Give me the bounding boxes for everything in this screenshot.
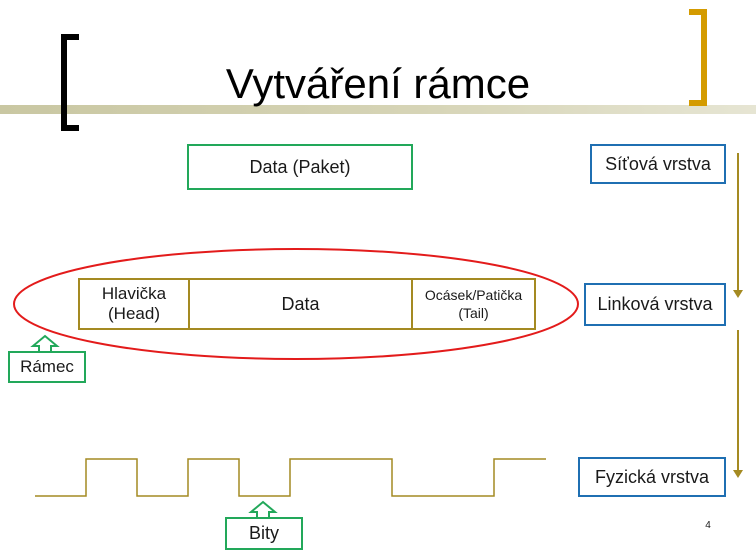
frame-tail-subtitle: (Tail) <box>458 305 489 321</box>
physical-layer-label: Fyzická vrstva <box>578 457 726 497</box>
physical-layer-text: Fyzická vrstva <box>594 466 709 487</box>
link-layer-text: Linková vrstva <box>597 294 713 314</box>
title-underline-bar <box>0 105 756 114</box>
packet-box: Data (Paket) <box>187 144 413 190</box>
bits-callout: Bity <box>225 517 303 550</box>
right-bracket-icon <box>689 9 707 106</box>
network-layer-text: Síťová vrstva <box>605 153 711 174</box>
frame-callout-text: Rámec <box>20 357 74 376</box>
bit-waveform <box>35 458 546 497</box>
frame-tail-segment: Ocásek/Patička (Tail) <box>413 280 534 328</box>
frame-header-subtitle: (Head) <box>108 304 160 323</box>
frame-data-segment: Data <box>190 280 413 328</box>
page-number: 4 <box>705 520 711 531</box>
frame-box: Hlavička (Head) Data Ocásek/Patička (Tai… <box>78 278 536 330</box>
frame-header-label: Hlavička <box>101 284 167 303</box>
frame-tail-label: Ocásek/Patička <box>424 287 523 303</box>
frame-header-segment: Hlavička (Head) <box>80 280 190 328</box>
slide-title: Vytváření rámce <box>225 60 531 107</box>
frame-callout: Rámec <box>8 351 86 383</box>
down-arrow-icon <box>733 290 743 298</box>
frame-data-label: Data <box>281 293 320 314</box>
down-arrow-icon <box>733 470 743 478</box>
up-pointer-icon <box>248 500 278 517</box>
packet-label: Data (Paket) <box>249 156 351 177</box>
link-layer-label: Linková vrstva <box>584 283 726 326</box>
left-bracket-icon <box>61 34 79 131</box>
up-pointer-icon <box>30 334 60 351</box>
bits-callout-text: Bity <box>248 523 279 543</box>
network-layer-label: Síťová vrstva <box>590 144 726 184</box>
